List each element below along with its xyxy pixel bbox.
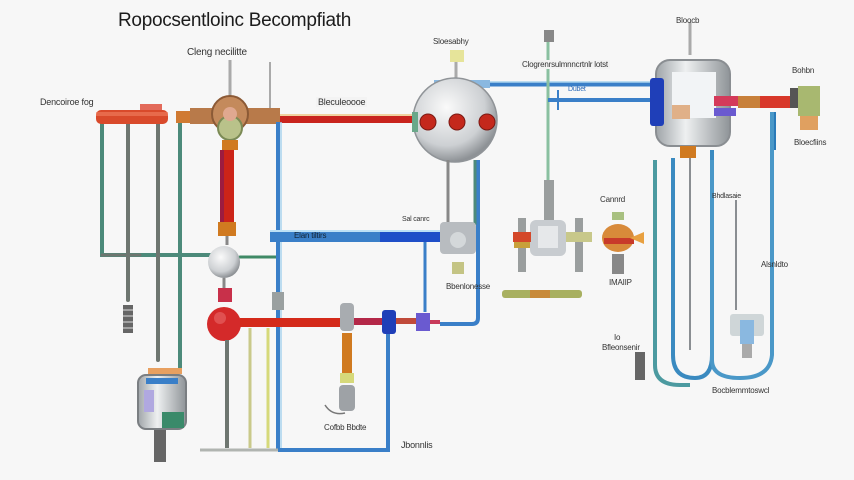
label-right-box: Bloecfiins	[794, 138, 827, 147]
left-pipe-bundle	[100, 116, 280, 372]
label-top-right-pipe: Clogrenrsulmnncrtnlr lotst	[520, 60, 610, 69]
gray-ball-valve[interactable]	[208, 246, 240, 290]
spherical-vessel[interactable]	[412, 50, 498, 225]
copper-manifold-valve[interactable]	[190, 60, 280, 150]
diagram-title: Ropocsentloinc Becompfiath	[118, 10, 352, 31]
label-small-tag: Sal canrc	[402, 216, 430, 223]
cold-line-mid	[270, 230, 440, 242]
label-right-tag-2: Alsnldto	[761, 260, 788, 269]
hot-line-lower	[240, 318, 340, 327]
lower-left-tank[interactable]	[137, 368, 187, 462]
label-valve-bottom: Bbenlonesse	[446, 282, 491, 291]
right-u-loops	[653, 112, 774, 387]
label-right-tag-1: Bhdlasaie	[712, 193, 741, 200]
red-pump[interactable]	[207, 288, 241, 341]
label-top-center: Cleng necilitte	[187, 47, 247, 58]
hot-header-left	[96, 104, 196, 124]
label-top-right-sub: Dubet	[568, 86, 586, 93]
label-bottom-right: Bocblemmtoswcl	[712, 386, 770, 395]
bottom-right-gauge[interactable]	[730, 314, 764, 358]
label-left-inlet: Dencoiroe fog	[40, 97, 94, 107]
label-right-valve: Bohbn	[792, 66, 815, 75]
label-blue-line: Elan tiltirs	[294, 231, 327, 240]
inline-meter[interactable]	[324, 303, 355, 415]
hot-riser	[218, 150, 236, 245]
left-pipe-labels-coil	[123, 305, 133, 333]
label-red-line: Bleculeoooe	[316, 97, 368, 107]
label-bottom-center: Cofbb Bbdte	[324, 423, 367, 432]
label-lower-left-sub: Bfleonsenir	[602, 343, 640, 352]
label-pump-sub: IMAIIP	[609, 278, 632, 287]
pump-assembly[interactable]	[502, 180, 592, 298]
orange-pump[interactable]	[602, 212, 644, 274]
label-lower-left: Io	[614, 333, 621, 342]
reactor-vessel[interactable]	[650, 22, 738, 158]
blue-gate-valve[interactable]	[382, 310, 440, 334]
label-reactor-top: Bloocb	[676, 16, 700, 25]
hot-line-main	[280, 114, 415, 123]
center-valve-body[interactable]	[440, 222, 476, 274]
label-pump-center: Cannrd	[600, 195, 626, 204]
right-filter[interactable]	[790, 86, 820, 130]
label-sphere-top: Sloesabhy	[433, 37, 469, 46]
label-bottom-right-center: Jbonnlis	[401, 440, 433, 450]
